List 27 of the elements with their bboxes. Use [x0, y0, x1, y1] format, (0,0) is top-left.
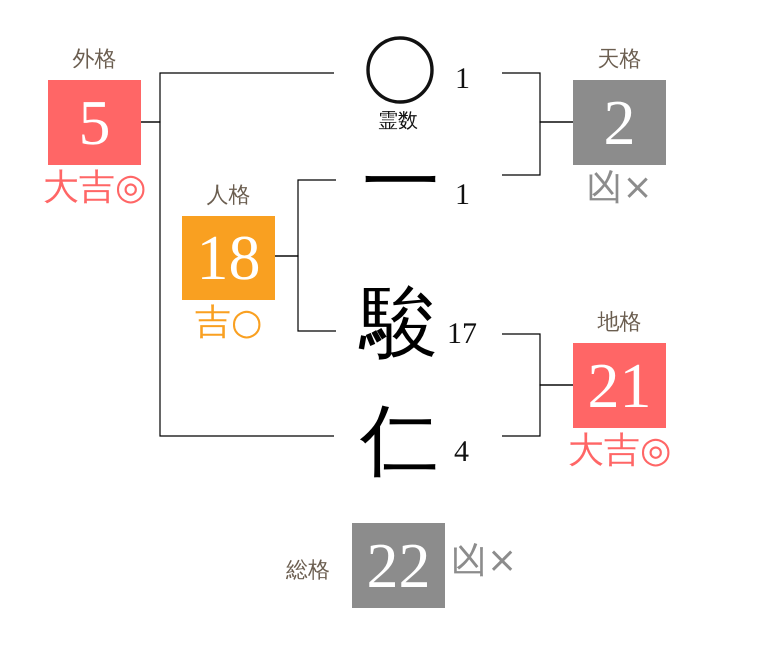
- score-number: 2: [604, 90, 636, 154]
- score-number: 21: [588, 354, 652, 418]
- stroke-count: 1: [455, 180, 470, 210]
- circle-caption: 霊数: [378, 108, 418, 132]
- fortune-rating: 大吉◎: [568, 431, 672, 471]
- category-heading: 人格: [206, 183, 250, 209]
- fortune-rating: 吉○: [195, 303, 262, 343]
- score-number: 18: [196, 226, 260, 290]
- connector-line: [141, 121, 334, 437]
- connector-line: [275, 255, 336, 332]
- name-character: 駿: [360, 284, 438, 362]
- stroke-count: 1: [455, 64, 470, 94]
- score-number: 5: [78, 90, 110, 154]
- name-character: 仁: [360, 402, 438, 480]
- category-heading: 総格: [286, 558, 330, 584]
- fortune-rating: 凶×: [586, 168, 653, 208]
- fortune-rating: 凶×: [451, 541, 518, 581]
- connector-line: [502, 121, 573, 176]
- fortune-rating: 大吉◎: [43, 168, 146, 208]
- score-number: 22: [366, 534, 430, 598]
- connector-line: [502, 384, 573, 437]
- stroke-count: 4: [454, 437, 469, 467]
- category-heading: 外格: [72, 47, 116, 73]
- category-heading: 天格: [598, 47, 642, 73]
- name-character: 一: [362, 144, 440, 222]
- stroke-count: 17: [447, 319, 477, 349]
- category-heading: 地格: [598, 310, 642, 336]
